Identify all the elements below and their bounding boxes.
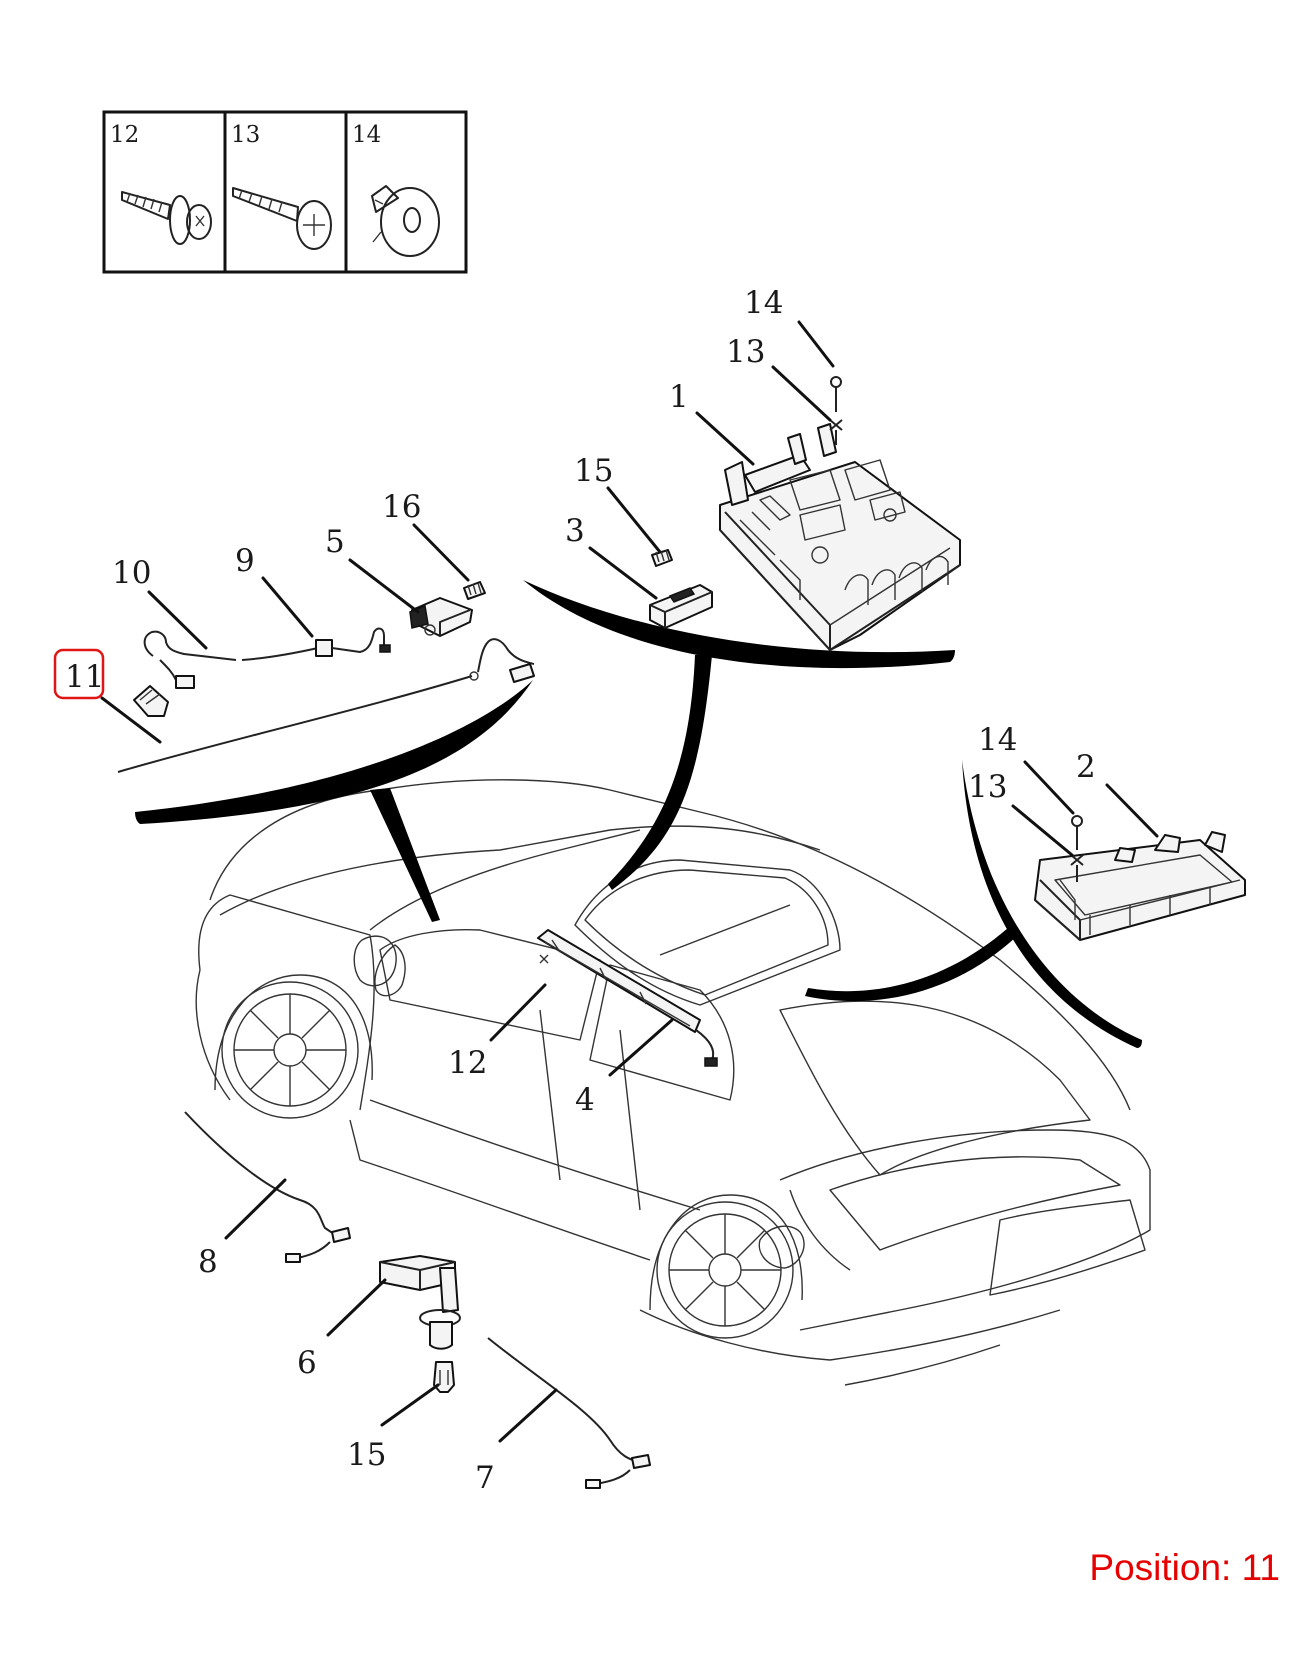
leader-lines [100, 320, 1159, 1443]
callout-5: 5 [325, 524, 345, 560]
detail-lens-right [805, 760, 1142, 1048]
detail-lens-left [135, 680, 533, 922]
legend-label-13: 13 [231, 122, 260, 148]
callout-13-front: 13 [726, 334, 765, 370]
part-16-bulb-mid [463, 581, 486, 600]
clip-nut-icon [371, 185, 440, 257]
screw-washer-icon [121, 191, 212, 245]
harness-9 [241, 627, 391, 661]
callout-3: 3 [565, 513, 585, 549]
callout-14-rear: 14 [978, 722, 1017, 758]
callout-7: 7 [475, 1460, 495, 1496]
legend-label-12: 12 [110, 122, 139, 148]
detail-lens-center [523, 580, 955, 890]
part-6-lamp-socket [379, 1255, 461, 1350]
callout-8: 8 [198, 1244, 218, 1280]
part-2-rear-dome-lamp [1034, 831, 1246, 941]
selected-callout-highlight [53, 648, 105, 700]
callout-9: 9 [235, 543, 255, 579]
callout-numbers: 14 13 1 15 3 16 5 9 10 11 14 13 2 12 4 8… [65, 285, 1096, 1496]
legend-label-14: 14 [352, 122, 381, 148]
callout-4: 4 [575, 1082, 595, 1118]
part-15-bulb-top [651, 549, 673, 567]
car-body-illustration [195, 779, 1151, 1386]
screw-icon [232, 187, 332, 250]
legend-frame [102, 110, 468, 274]
fastener-markers [829, 376, 1084, 882]
harness-7 [487, 1337, 651, 1489]
harness-10 [133, 630, 237, 717]
part-3-switch-housing [649, 584, 713, 629]
callout-12-roof: 12 [448, 1045, 487, 1081]
callout-10: 10 [112, 555, 151, 591]
callout-15-top: 15 [574, 453, 613, 489]
part-1-front-overhead-console [719, 423, 961, 651]
harness-11 [117, 638, 535, 773]
callout-1: 1 [669, 379, 689, 415]
callout-14-front: 14 [744, 285, 783, 321]
callout-16: 16 [382, 489, 421, 525]
callout-2: 2 [1076, 749, 1096, 785]
callout-13-rear: 13 [968, 769, 1007, 805]
part-5-connector-module [409, 597, 473, 637]
callout-11: 11 [65, 659, 104, 695]
callout-6: 6 [297, 1345, 317, 1381]
harness-8 [184, 1111, 351, 1263]
position-label: Position: 11 [1089, 1547, 1280, 1588]
fastener-legend-table: 12 13 14 [102, 110, 468, 274]
callout-15-bottom: 15 [347, 1437, 386, 1473]
